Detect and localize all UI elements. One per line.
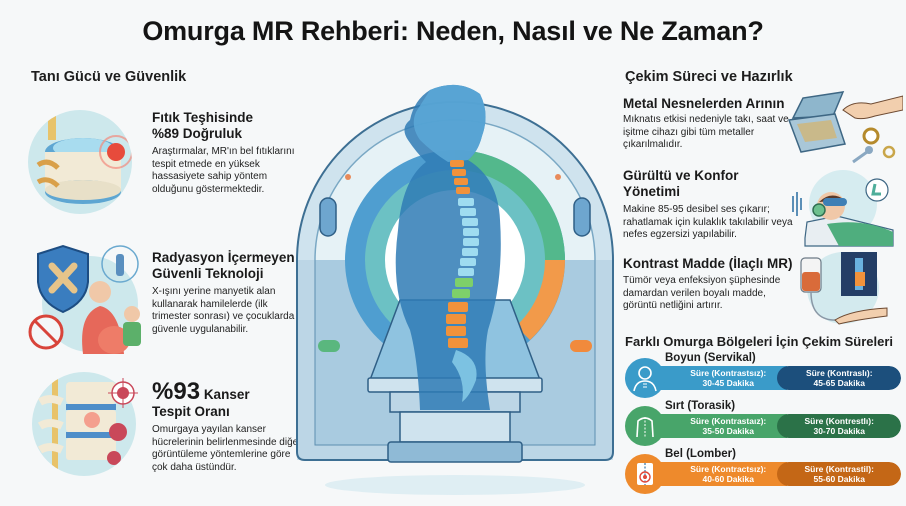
without-value: 30-45 Dakika [702, 378, 754, 388]
without-label: Süre (Kontrastaız): [690, 416, 767, 426]
left-section-heading: Tanı Gücü ve Güvenlik [31, 69, 187, 85]
duration-with-contrast: Süre (Kontraslı): 45-65 Dakika [777, 366, 901, 390]
mri-machine-with-spine-icon [290, 80, 620, 500]
thoracic-back-icon [625, 406, 665, 446]
without-label: Süre (Kontrastsız): [690, 368, 767, 378]
feature-title: Metal Nesnelerden Arının [623, 96, 785, 111]
feature-body: Mıknatıs etkisi nedeniyle takı, saat ve … [623, 114, 789, 150]
neck-icon [625, 358, 665, 398]
target-virus-icon [108, 378, 138, 413]
feature-body: Araştırmalar, MR'ın bel fıtıklarını tesp… [152, 146, 295, 195]
feature-herniated-disc: Fıtık Teşhisinde%89 Doğruluk Araştırmala… [152, 110, 297, 196]
duration-row-neck: Boyun (Servikal) Süre (Kontrastsız): 30-… [625, 352, 901, 402]
feature-title-line1: Fıtık Teşhisinde [152, 110, 254, 125]
feature-stat: %93 [152, 378, 201, 405]
duration-bar: Süre (Kontrastsız): 30-45 Dakika Süre (K… [643, 366, 901, 390]
durations-heading: Farklı Omurga Bölgeleri İçin Çekim Sürel… [625, 334, 894, 349]
feature-title-line2: Güvenli Teknoloji [152, 266, 264, 281]
feature-body: Omurgaya yayılan kanser hücrelerinin bel… [152, 424, 302, 473]
without-label: Süre (Kontractsız): [690, 464, 767, 474]
feature-title: Kontrast Madde (İlaçlı MR) [623, 256, 793, 271]
iv-contrast-icon [795, 250, 895, 335]
headphones-comfort-icon [783, 168, 903, 253]
with-label: Süre (Kontrestlı): [804, 416, 874, 426]
page-title: Omurga MR Rehberi: Neden, Nasıl ve Ne Za… [142, 16, 764, 46]
without-value: 35-50 Dakika [702, 426, 754, 436]
region-label: Bel (Lomber) [665, 448, 736, 460]
with-value: 55-60 Dakika [813, 474, 865, 484]
right-section-heading: Çekim Süreci ve Hazırlık [625, 69, 793, 85]
duration-with-contrast: Süre (Kontrestlı): 30-70 Dakika [777, 414, 901, 438]
duration-without-contrast: Süre (Kontrastaız): 35-50 Dakika [643, 414, 788, 438]
with-label: Süre (Kontrastil): [804, 464, 874, 474]
radiation-free-icon [28, 244, 153, 354]
feature-metal-objects: Metal Nesnelerden Arının Mıknatıs etkisi… [623, 96, 793, 152]
duration-with-contrast: Süre (Kontrastil): 55-60 Dakika [777, 462, 901, 486]
feature-title-line1: Gürültü ve Konfor [623, 168, 739, 183]
duration-without-contrast: Süre (Kontractsız): 40-60 Dakika [643, 462, 788, 486]
duration-without-contrast: Süre (Kontrastsız): 30-45 Dakika [643, 366, 788, 390]
without-value: 40-60 Dakika [702, 474, 754, 484]
lumbar-icon [625, 454, 665, 494]
duration-bar: Süre (Kontrastaız): 35-50 Dakika Süre (K… [643, 414, 901, 438]
feature-body: X-ışını yerine manyetik alan kullanarak … [152, 286, 295, 335]
feature-contrast-agent: Kontrast Madde (İlaçlı MR) Tümör veya en… [623, 256, 798, 313]
region-label: Sırt (Torasik) [665, 400, 736, 412]
feature-title-line1: Radyasyon İçermeyen [152, 250, 295, 265]
with-label: Süre (Kontraslı): [805, 368, 873, 378]
metal-box-icon [783, 90, 904, 175]
feature-title-line1: Kanser [203, 387, 250, 402]
region-label: Boyun (Servikal) [665, 352, 756, 364]
herniated-disc-icon [28, 110, 132, 214]
with-value: 30-70 Dakika [813, 426, 865, 436]
duration-row-thoracic: Sırt (Torasik) Süre (Kontrastaız): 35-50… [625, 400, 901, 450]
feature-body: Makine 85-95 desibel ses çıkarır; rahatl… [623, 204, 793, 240]
feature-title-line2: Tespit Oranı [152, 404, 230, 419]
feature-title-line2: %89 Doğruluk [152, 126, 243, 141]
duration-bar: Süre (Kontractsız): 40-60 Dakika Süre (K… [643, 462, 901, 486]
feature-title-line2: Yönetimi [623, 184, 681, 199]
duration-row-lumbar: Bel (Lomber) Süre (Kontractsız): 40-60 D… [625, 448, 901, 498]
feature-body: Tümör veya enfeksiyon şüphesinde damarda… [623, 275, 781, 311]
with-value: 45-65 Dakika [813, 378, 865, 388]
